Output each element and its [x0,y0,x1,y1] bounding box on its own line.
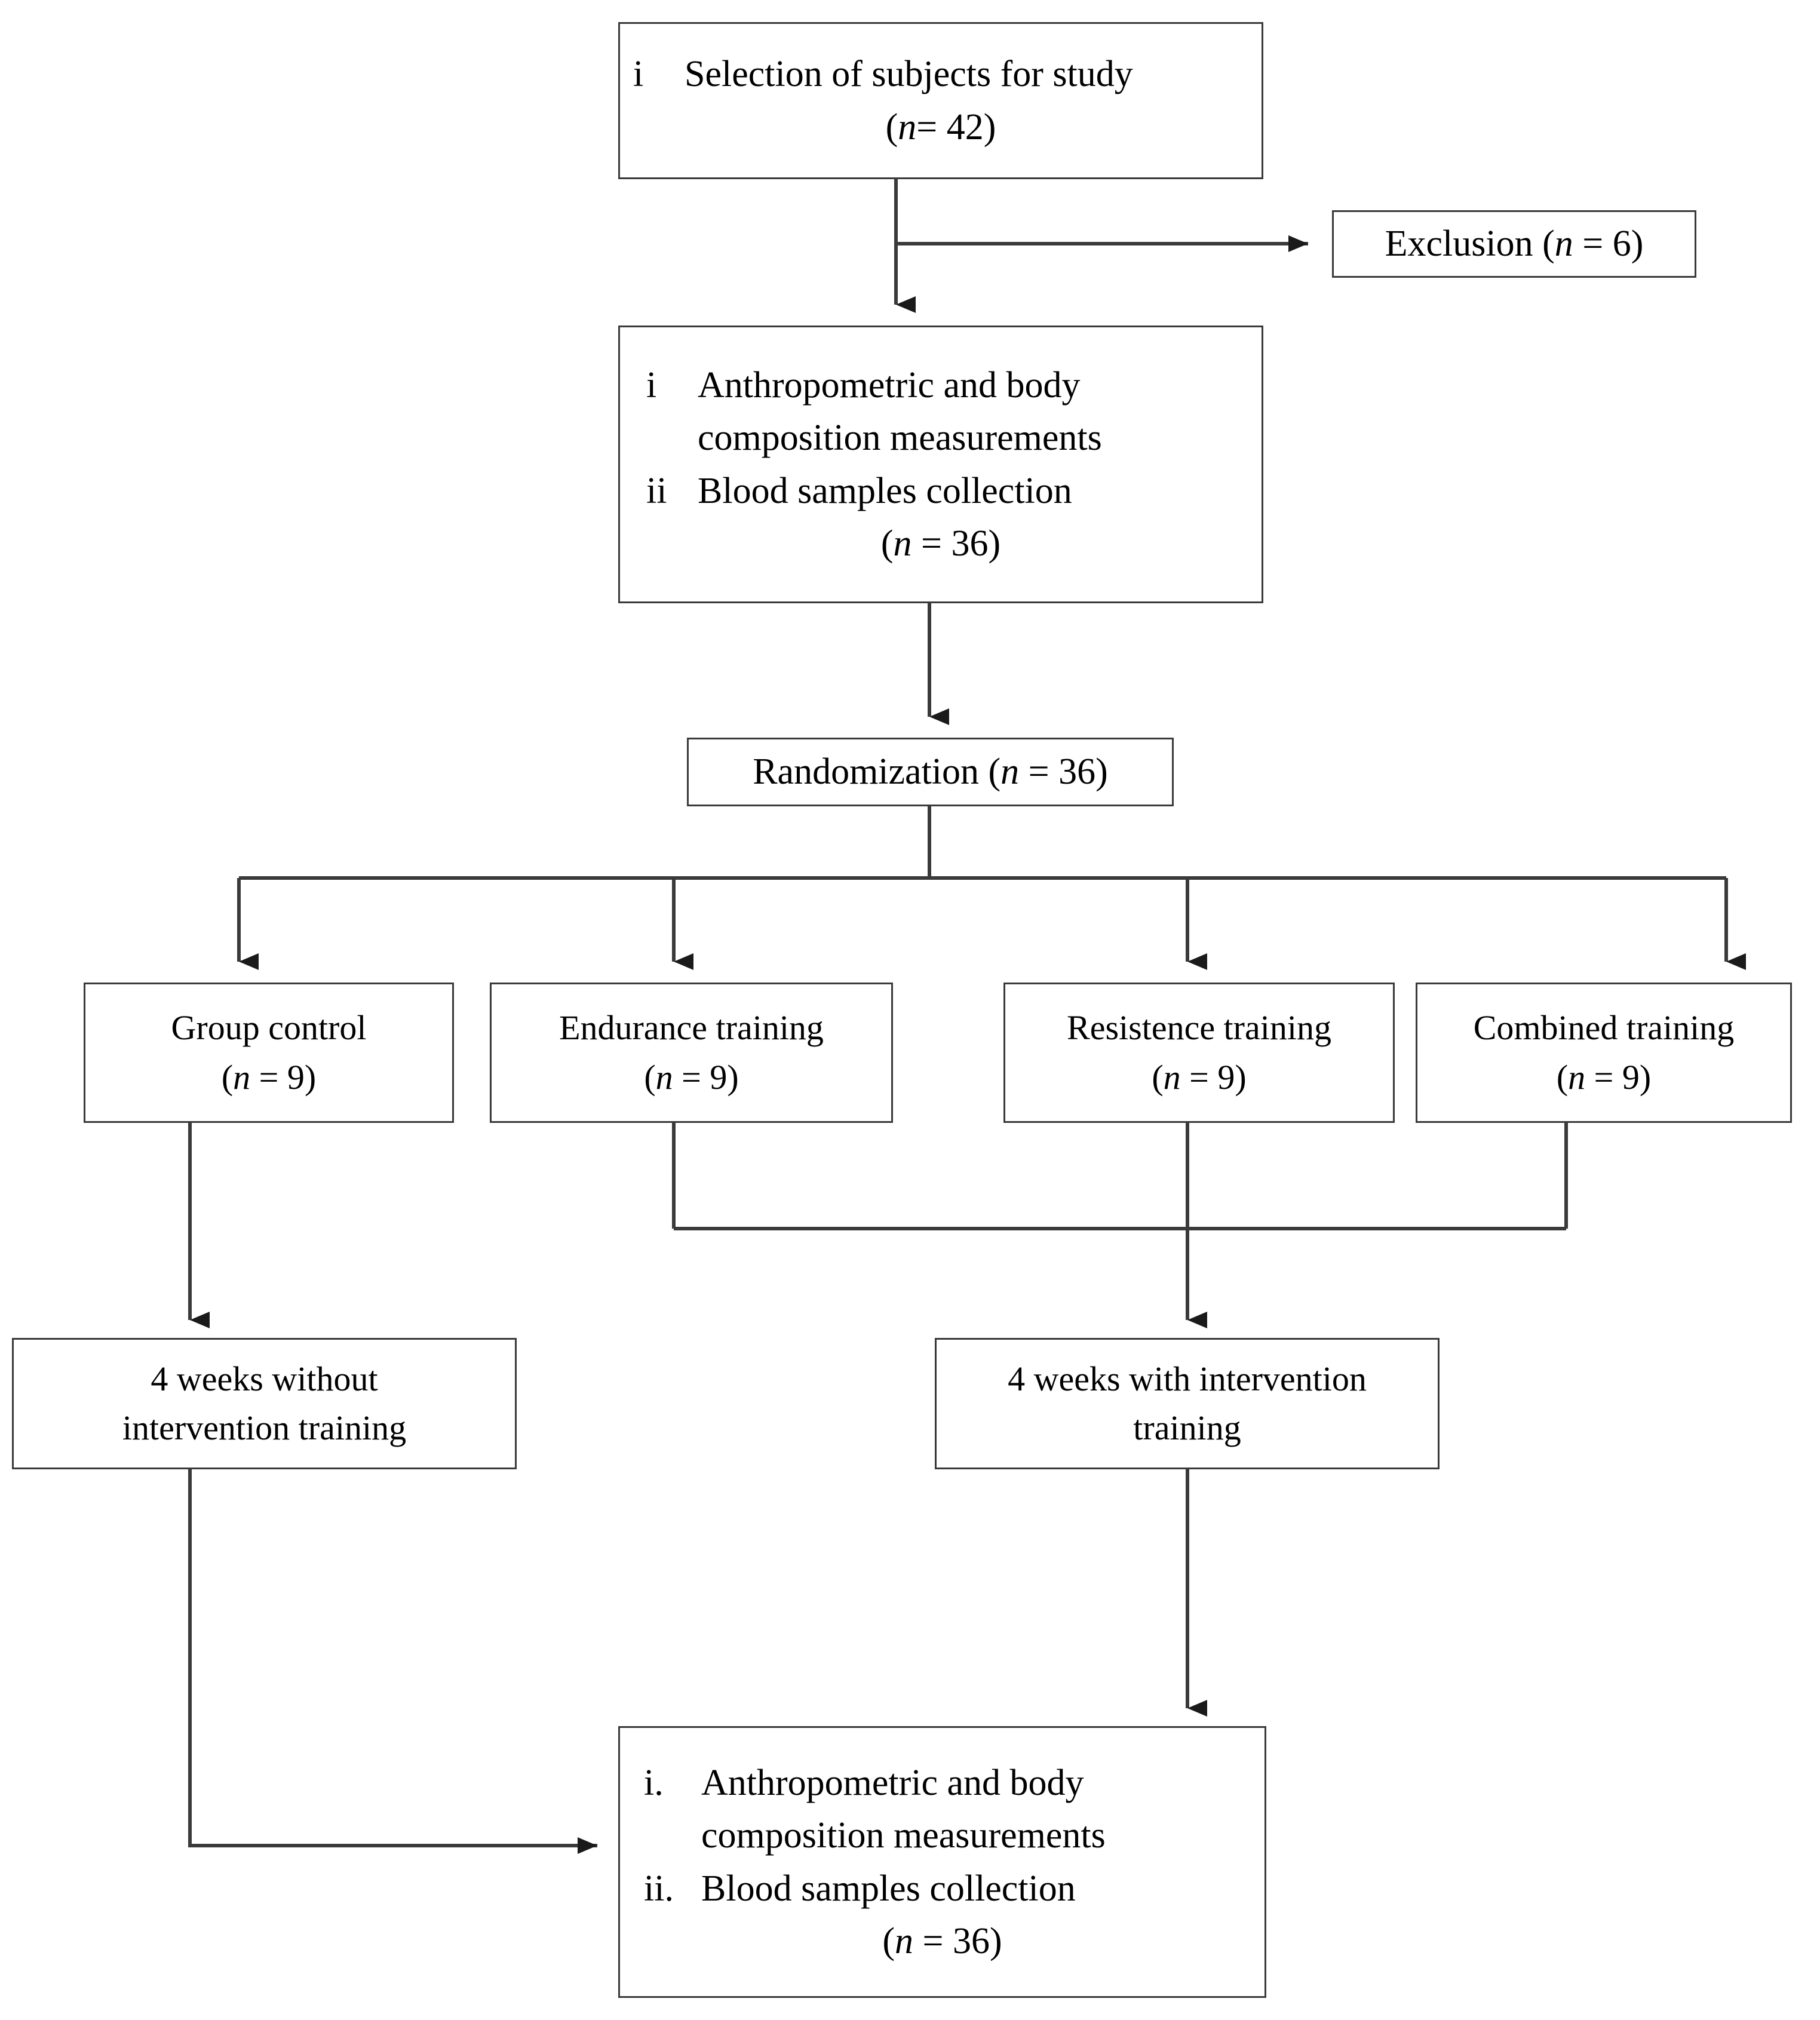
combined-n-value: = 9) [1585,1057,1652,1097]
n-symbol: n [655,1057,673,1097]
baseline-item-1: i Anthropometric and body composition me… [646,359,1262,464]
n-symbol: n [893,523,912,564]
n-symbol: n [1568,1057,1586,1097]
node-group-control[interactable]: Group control (n = 9) [84,983,454,1123]
baseline-item-2: ii Blood samples collection [646,465,1262,517]
followup-item-2-marker: ii. [644,1868,674,1909]
selection-title: Selection of subjects for study [685,54,1133,95]
group-control-n-value: = 9) [250,1057,317,1097]
baseline-item-2-text: Blood samples collection [698,470,1072,511]
followup-item-1-text: Anthropometric and body composition meas… [701,1757,1265,1862]
randomization-text-before: Randomization ( [753,751,1001,793]
node-four-weeks-with-intervention[interactable]: 4 weeks with intervention training [935,1338,1440,1469]
n-symbol: n [1000,751,1020,793]
paren-open: ( [644,1057,656,1097]
resistence-sample-size: (n = 9) [1152,1053,1246,1102]
exclusion-label: Exclusion (n = 6) [1385,217,1644,270]
endurance-sample-size: (n = 9) [644,1053,738,1102]
selection-marker: i [633,54,644,95]
weeks-with-line-1: 4 weeks with intervention [1008,1359,1367,1398]
baseline-n-value: = 36) [911,523,1001,564]
n-symbol: n [233,1057,251,1097]
node-baseline-measurements[interactable]: i Anthropometric and body composition me… [618,326,1263,603]
paren-open: ( [880,523,894,564]
followup-item-2: ii. Blood samples collection [644,1862,1265,1915]
baseline-item-1-line-2: composition measurements [698,417,1102,459]
randomization-text-after: = 36) [1019,751,1108,793]
baseline-item-1-marker: i [646,365,657,406]
resistence-n-value: = 9) [1180,1057,1247,1097]
followup-item-1-line-2: composition measurements [701,1815,1106,1856]
selection-n-value: = 42 [916,106,984,148]
followup-item-2-text: Blood samples collection [701,1868,1076,1909]
node-resistence-training[interactable]: Resistence training (n = 9) [1003,983,1395,1123]
group-control-sample-size: (n = 9) [222,1053,316,1102]
baseline-item-1-line-1: Anthropometric and body [698,365,1081,406]
paren-open: ( [882,1920,895,1961]
weeks-with-line-2: training [1133,1408,1241,1447]
n-symbol: n [1554,223,1573,265]
exclusion-text-after: = 6) [1573,223,1644,265]
node-exclusion[interactable]: Exclusion (n = 6) [1332,210,1696,278]
baseline-item-1-text: Anthropometric and body composition meas… [698,359,1262,464]
node-followup-measurements[interactable]: i. Anthropometric and body composition m… [618,1726,1266,1998]
followup-n-value: = 36) [913,1920,1002,1961]
followup-item-1-line-1: Anthropometric and body [701,1763,1084,1804]
exclusion-text-before: Exclusion ( [1385,223,1555,265]
n-symbol: n [895,1920,914,1961]
paren-open: ( [1556,1057,1569,1097]
weeks-without-line-1: 4 weeks without [151,1359,378,1398]
n-symbol: n [898,106,917,148]
selection-sample-size: (n= 42) [885,106,996,148]
node-randomization[interactable]: Randomization (n = 36) [687,738,1174,806]
combined-title: Combined training [1473,1008,1735,1048]
randomization-label: Randomization (n = 36) [753,745,1108,798]
node-four-weeks-without-intervention[interactable]: 4 weeks without intervention training [12,1338,517,1469]
node-selection-of-subjects[interactable]: i Selection of subjects for study (n= 42… [618,22,1263,179]
combined-sample-size: (n = 9) [1557,1053,1651,1102]
paren-open: ( [1152,1057,1164,1097]
node-combined-training[interactable]: Combined training (n = 9) [1416,983,1792,1123]
followup-item-1: i. Anthropometric and body composition m… [644,1757,1265,1862]
resistence-title: Resistence training [1067,1008,1331,1048]
group-control-title: Group control [171,1008,367,1048]
edge-weeks-without-to-followup [188,1469,597,1854]
weeks-without-line-2: intervention training [122,1408,407,1447]
followup-item-1-marker: i. [644,1763,664,1804]
followup-sample-size: (n = 36) [644,1915,1241,1967]
endurance-n-value: = 9) [673,1057,739,1097]
n-symbol: n [1163,1057,1181,1097]
endurance-title: Endurance training [559,1008,824,1048]
baseline-sample-size: (n = 36) [646,517,1235,570]
node-endurance-training[interactable]: Endurance training (n = 9) [490,983,893,1123]
baseline-item-2-marker: ii [646,470,667,511]
paren-open: ( [221,1057,234,1097]
